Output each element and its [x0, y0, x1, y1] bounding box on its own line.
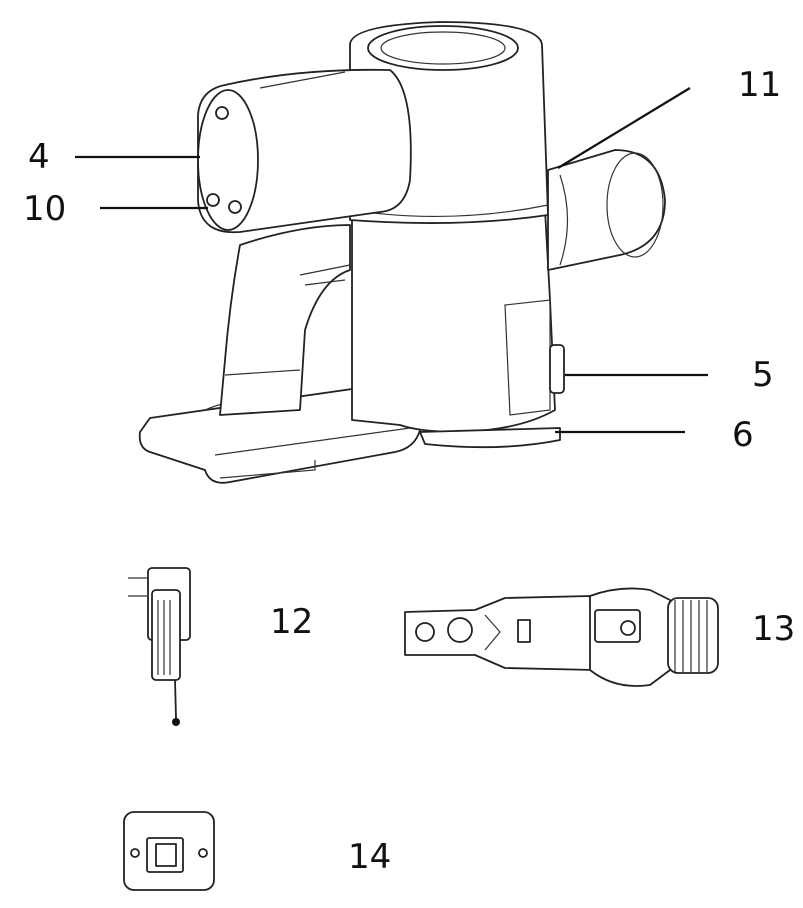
dust-cup [351, 209, 556, 433]
callout-14: 14 [348, 837, 392, 877]
callout-12: 12 [270, 602, 314, 642]
charging-port [206, 193, 220, 207]
callout-13: 13 [752, 609, 796, 649]
vacuum-handle [219, 224, 351, 416]
leader-lines [75, 87, 708, 434]
callout-10: 10 [23, 189, 67, 229]
callout-11: 11 [738, 65, 782, 105]
callout-5: 5 [752, 355, 774, 395]
wall-mount-bracket [123, 811, 215, 891]
callout-6: 6 [732, 415, 754, 455]
release-button [549, 344, 565, 394]
charger-adapter [128, 567, 191, 726]
brush-attachment [404, 587, 719, 687]
vacuum-main-unit [138, 21, 666, 484]
callout-4: 4 [28, 137, 50, 177]
